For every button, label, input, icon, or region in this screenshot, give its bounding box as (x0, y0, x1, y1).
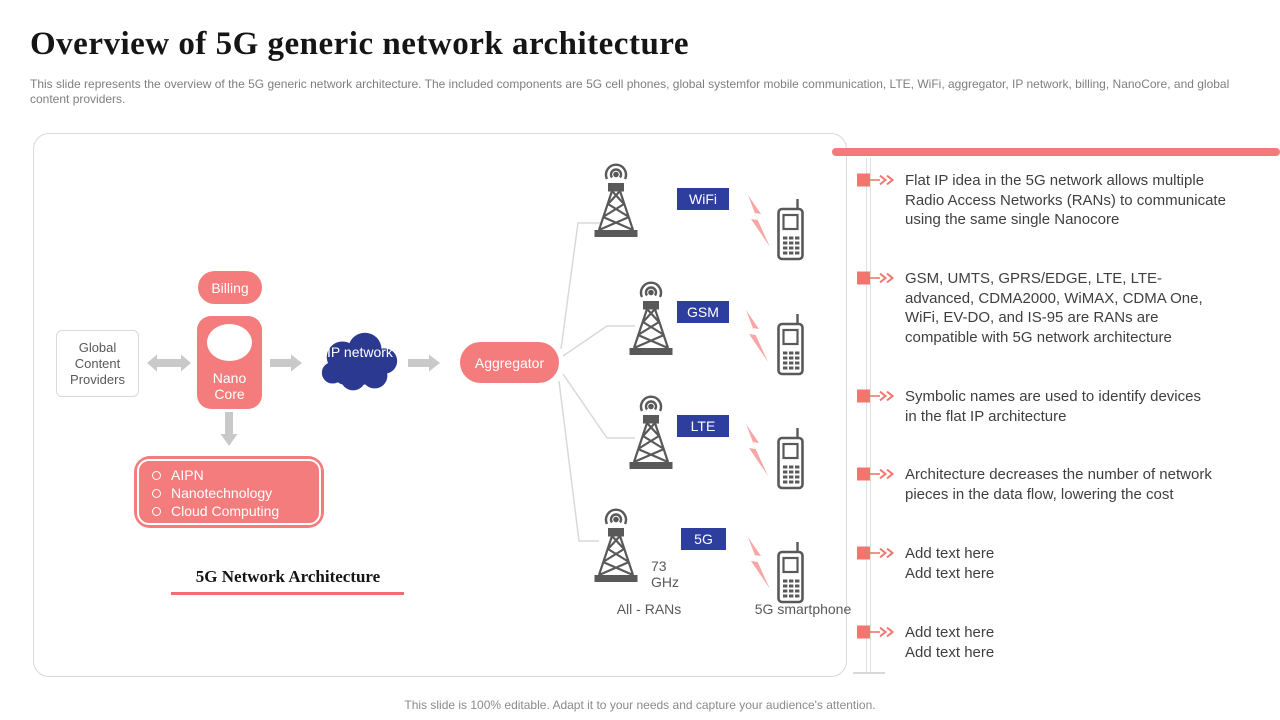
cell-tower-icon (621, 394, 681, 472)
bullet-item: Add text here Add text here (905, 624, 995, 661)
caption-underline (171, 592, 404, 595)
bullet-item: Architecture decreases the number of net… (905, 466, 1212, 503)
diagram-panel: Global Content Providers Billing Nano Co… (33, 133, 851, 677)
bullet-marker-icon (857, 173, 901, 187)
slide-subtitle: This slide represents the overview of th… (30, 77, 1230, 106)
diagram-caption: 5G Network Architecture (195, 567, 381, 586)
ran-label-gsm: GSM (677, 301, 729, 323)
page-title: Overview of 5G generic network architect… (30, 26, 689, 62)
cloud-icon (316, 327, 404, 399)
bullet-marker-icon (857, 389, 901, 403)
nano-core-label: Nano Core (212, 370, 247, 402)
feature-item: Cloud Computing (152, 502, 324, 520)
mobile-phone-icon (773, 313, 807, 377)
feature-item: Nanotechnology (152, 484, 324, 502)
mobile-phone-icon (773, 198, 807, 262)
lightning-bolt-icon (743, 194, 773, 250)
bullet-item: Symbolic names are used to identify devi… (905, 388, 1201, 425)
circle-bullet-icon (152, 470, 161, 480)
circle-bullet-icon (152, 488, 161, 498)
mobile-phone-icon (773, 427, 807, 491)
vertical-rule (866, 158, 867, 673)
down-arrow-icon (219, 412, 239, 447)
double-arrow-icon (146, 353, 192, 373)
cell-tower-icon (586, 507, 646, 585)
feature-box: AIPN Nanotechnology Cloud Computing (134, 456, 324, 528)
ran-label-lte: LTE (677, 415, 729, 437)
feature-item: AIPN (152, 466, 324, 484)
bullet-marker-icon (857, 271, 901, 285)
right-arrow-icon (408, 353, 440, 373)
mobile-phone-icon (773, 541, 807, 605)
bullet-item: Flat IP idea in the 5G network allows mu… (905, 172, 1226, 228)
ip-network-label: IP network (327, 344, 393, 360)
nano-core-node: Nano Core (197, 316, 262, 409)
circle-bullet-icon (152, 506, 161, 516)
bullet-marker-icon (857, 467, 901, 481)
ran-label-5g: 5G (681, 528, 726, 550)
nano-core-hole (207, 324, 252, 361)
ip-network-node: IP network (316, 327, 404, 399)
frequency-label: 73 GHz (651, 558, 679, 590)
bullet-item: GSM, UMTS, GPRS/EDGE, LTE, LTE- advanced… (905, 270, 1203, 346)
lightning-bolt-icon (741, 423, 771, 479)
vertical-rule-tick (853, 672, 885, 674)
smartphone-label: 5G smartphone (754, 601, 852, 617)
global-content-providers-node: Global Content Providers (56, 330, 139, 397)
global-content-providers-label: Global Content Providers (70, 339, 125, 387)
bullet-item: Add text here Add text here (905, 545, 995, 582)
ran-label-wifi: WiFi (677, 188, 729, 210)
aggregator-label: Aggregator (474, 354, 545, 371)
vertical-rule (870, 158, 871, 673)
lightning-bolt-icon (741, 309, 771, 365)
cell-tower-icon (621, 280, 681, 358)
all-rans-label: All - RANs (616, 601, 682, 617)
accent-bar (832, 148, 1280, 156)
billing-label: Billing (211, 279, 249, 296)
right-arrow-icon (270, 353, 302, 373)
cell-tower-icon (586, 162, 646, 240)
billing-node: Billing (198, 271, 262, 304)
lightning-bolt-icon (743, 536, 773, 592)
aggregator-connector-lines (558, 222, 635, 542)
footer-note: This slide is 100% editable. Adapt it to… (404, 698, 876, 712)
aggregator-node: Aggregator (460, 342, 559, 383)
feature-list: AIPN Nanotechnology Cloud Computing (152, 466, 324, 520)
bullet-marker-icon (857, 625, 901, 639)
bullet-marker-icon (857, 546, 901, 560)
